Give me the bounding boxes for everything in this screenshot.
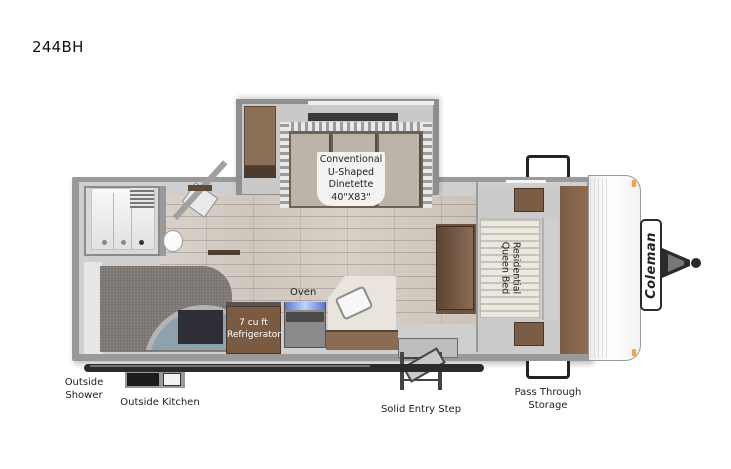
oven-door xyxy=(286,312,324,322)
shower-vent-icon xyxy=(130,188,154,208)
refrigerator-label-line2: Refrigerator xyxy=(227,330,281,340)
refrigerator-label-line1: 7 cu ft xyxy=(239,318,268,328)
brand-logo: Coleman xyxy=(640,219,662,311)
kitchen-cabinet xyxy=(326,330,398,350)
drain-icon xyxy=(121,240,126,245)
front-cap-ribs xyxy=(590,178,610,358)
queen-bed xyxy=(480,218,540,318)
nightstand xyxy=(514,188,544,212)
pantry-cabinet xyxy=(244,106,276,166)
nightstand xyxy=(514,322,544,346)
shelf xyxy=(188,185,212,191)
drain-icon xyxy=(102,240,107,245)
bedroom-partition xyxy=(476,182,478,352)
toilet-icon xyxy=(163,230,183,252)
tub-divider xyxy=(113,193,114,249)
dinette-label-line1: Conventional xyxy=(319,154,383,165)
shelf xyxy=(208,250,240,255)
refrigerator-top xyxy=(226,302,281,306)
refrigerator: 7 cu ft Refrigerator xyxy=(226,306,281,354)
brand-logo-text: Coleman xyxy=(643,231,659,299)
callout-outside-shower: Outside Shower xyxy=(60,377,108,402)
bedroom-wardrobe xyxy=(560,186,588,354)
awning-rail xyxy=(84,364,484,372)
pass-through-storage-door-top xyxy=(526,155,570,177)
dinette-dimensions: 40"X83" xyxy=(331,191,371,203)
outside-kitchen-burners-icon xyxy=(127,373,159,386)
callout-pass-through-line1: Pass Through xyxy=(514,387,582,398)
marker-light-icon xyxy=(632,180,636,187)
dinette-side-trim-left xyxy=(280,122,289,208)
callout-solid-entry-step: Solid Entry Step xyxy=(380,404,462,415)
hitch-icon xyxy=(662,248,701,278)
dinette-label: Conventional U-Shaped Dinetette 40"X83" xyxy=(317,152,385,206)
pass-through-storage-door-bottom xyxy=(526,361,570,379)
wardrobe-cabinet xyxy=(436,226,474,310)
callout-pass-through-line2: Storage xyxy=(528,399,568,411)
callout-pass-through-storage: Pass Through Storage xyxy=(513,387,583,412)
dinette-side-trim-right xyxy=(423,122,432,208)
dinette-back-trim xyxy=(280,122,432,131)
bathroom-wall xyxy=(160,186,166,256)
bed-label-line2: Queen Bed xyxy=(499,241,510,295)
callout-outside-kitchen: Outside Kitchen xyxy=(120,397,200,408)
marker-light-icon xyxy=(632,349,636,356)
headboard xyxy=(542,218,558,320)
bed-label-line1: Residential xyxy=(510,241,521,295)
callout-outside-shower-line2: Shower xyxy=(65,389,103,401)
model-title: 244BH xyxy=(32,38,84,56)
tub-divider xyxy=(131,193,132,249)
stovetop-burners-icon xyxy=(285,302,325,310)
bedroom-window xyxy=(506,180,546,183)
slide-out-top-trim xyxy=(308,101,434,105)
dinette-window xyxy=(308,113,398,121)
dinette-cushion-right xyxy=(379,134,421,206)
bunk-side-wall xyxy=(84,262,102,354)
outside-kitchen-sink xyxy=(163,373,181,386)
bed-label: Residential Queen Bed xyxy=(480,218,540,318)
callout-outside-shower-line1: Outside xyxy=(64,377,104,388)
oven-label: Oven xyxy=(290,287,317,298)
tv-cabinet xyxy=(178,310,223,344)
dinette-label-line3: Dinetette xyxy=(328,179,374,190)
awning-rail-highlight xyxy=(90,365,370,367)
drain-icon xyxy=(139,240,144,245)
pantry-cabinet-base xyxy=(244,166,276,178)
dinette-label-line2: U-Shaped xyxy=(327,166,375,178)
